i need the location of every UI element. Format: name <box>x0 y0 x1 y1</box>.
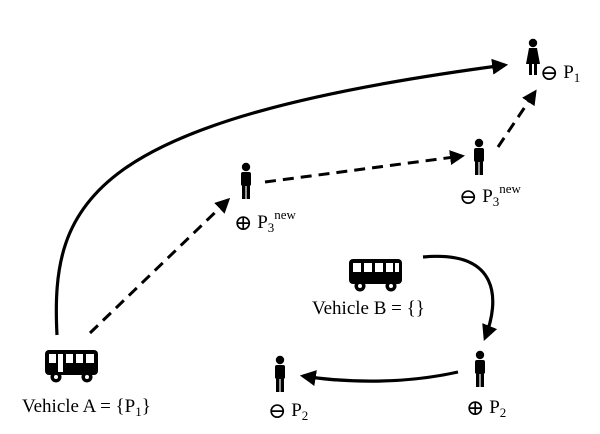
p3-dropoff-label: ⊖ P3new <box>459 181 521 209</box>
route-a-to-p1 <box>54 58 509 336</box>
dashed-p3-drop-to-p1 <box>496 89 537 148</box>
person-icon <box>475 350 485 387</box>
p3-pickup-label: ⊕ P3new <box>234 207 296 235</box>
p2-dropoff-label: ⊖ P2 <box>268 398 309 423</box>
person-icon <box>474 138 484 175</box>
vehicle-a-label: Vehicle A = {P1} <box>22 396 151 419</box>
p1-dropoff-label: ⊖ P1 <box>540 60 581 85</box>
p2-pickup-label: ⊕ P2 <box>466 395 507 420</box>
person-icon <box>275 355 285 392</box>
person-icon <box>241 162 251 199</box>
bus-icon <box>45 350 98 383</box>
route-p2-pick-to-p2-drop <box>299 370 459 386</box>
person-female-icon <box>526 38 540 75</box>
route-b-to-p2-pick <box>422 254 498 341</box>
dashed-a-to-p3-pick <box>88 197 231 335</box>
dashed-p3-pick-to-p3-drop <box>264 150 465 184</box>
vehicle-b-label: Vehicle B = {} <box>312 298 425 319</box>
bus-icon <box>349 259 402 292</box>
